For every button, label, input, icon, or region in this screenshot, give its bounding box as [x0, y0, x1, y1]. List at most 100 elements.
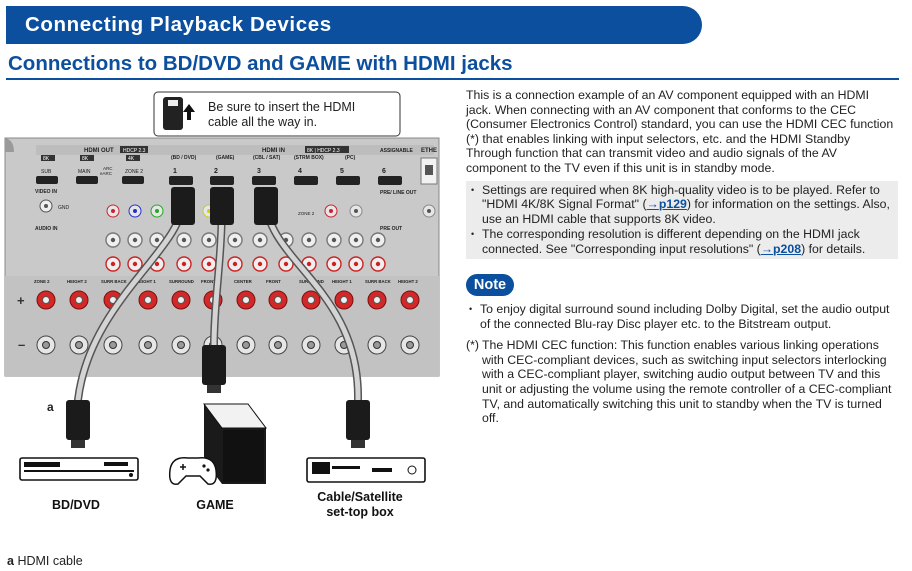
- callout-line-2: cable all the way in.: [208, 115, 318, 129]
- rca-jack: [227, 256, 243, 272]
- intro-paragraph: This is a connection example of an AV co…: [466, 88, 894, 175]
- in-name-1: (BD / DVD): [171, 155, 197, 161]
- speaker-terminals: [36, 290, 420, 355]
- hdmi-out-ports: [36, 176, 144, 184]
- speaker-channel-label: ZONE 2: [34, 279, 50, 284]
- rca-jack: [348, 232, 364, 248]
- panel-left-notch: [5, 138, 14, 152]
- section-title: Connections to BD/DVD and GAME with HDMI…: [8, 52, 513, 75]
- in-num-6: 6: [382, 168, 386, 175]
- bullet-item: The corresponding resolution is differen…: [470, 227, 894, 256]
- cec-footnote: (*) The HDMI CEC function: This function…: [466, 338, 900, 426]
- device-label-cable-line1: Cable/Satellite: [317, 490, 403, 504]
- bullet-1-text: Settings are required when 8K high-quali…: [482, 183, 880, 212]
- hdcp-out-badge: HDCP 2.3: [123, 148, 146, 154]
- video-in-label: VIDEO IN: [35, 189, 57, 195]
- rca-jack: [201, 232, 217, 248]
- hdmi-plugs-top: [171, 187, 278, 225]
- in-name-2: (GAME): [216, 155, 235, 161]
- page-link-208[interactable]: →p208: [761, 242, 801, 256]
- game-console-icon: [203, 403, 267, 484]
- bullet-1-text-end: ) for information on the settings. Also,…: [482, 197, 890, 226]
- speaker-terminal-plus: [268, 290, 288, 310]
- callout-box: [153, 91, 401, 137]
- note-list: • To enjoy digital surround sound includ…: [466, 302, 900, 426]
- in-num-5: 5: [340, 168, 344, 175]
- caption-text: HDMI cable: [17, 554, 83, 568]
- speaker-terminal-minus: [301, 335, 321, 355]
- hdmi-in-badge: 8K | HDCP 2.3: [307, 148, 340, 154]
- hdmi-plug-icon: [163, 97, 195, 130]
- link-arrow: →: [760, 241, 774, 256]
- speaker-channel-label: HEIGHT 2: [67, 279, 87, 284]
- minus-sign: –: [18, 337, 25, 352]
- note-text: To enjoy digital surround sound includin…: [480, 302, 890, 331]
- speaker-channel-label: FRONT: [201, 279, 216, 284]
- speaker-channel-label: SURR BACK: [365, 279, 392, 284]
- speaker-channel-label: FRONT: [266, 279, 281, 284]
- cable-label-a: a: [47, 400, 54, 414]
- rca-jack: [227, 232, 243, 248]
- note-bullet: •: [469, 304, 473, 314]
- main-label: MAIN: [78, 169, 91, 175]
- zone2-small-label: ZONE 2: [298, 211, 315, 216]
- pre-line-out-jacks: [324, 204, 436, 218]
- rca-jack: [105, 232, 121, 248]
- bullet-2-text: The corresponding resolution is differen…: [482, 227, 860, 256]
- speaker-terminal-minus: [69, 335, 89, 355]
- rca-jack: [105, 256, 121, 272]
- callout-text: Be sure to insert the HDMI cable all the…: [208, 100, 398, 130]
- note-badge: Note: [466, 274, 514, 296]
- zone2-out-label: ZONE 2: [125, 169, 143, 175]
- out-4k-badge: 4K: [128, 156, 135, 162]
- rca-jack: [127, 232, 143, 248]
- link-label: p129: [658, 197, 687, 212]
- speaker-terminal-plus: [36, 290, 56, 310]
- speaker-terminal-plus: [301, 290, 321, 310]
- rca-jack: [127, 256, 143, 272]
- rca-jack: [176, 232, 192, 248]
- speaker-terminal-minus: [268, 335, 288, 355]
- assignable-label: ASSIGNABLE: [380, 148, 413, 154]
- figure-caption: a HDMI cable: [7, 554, 83, 568]
- speaker-terminal-plus: [171, 290, 191, 310]
- set-top-box-icon: [306, 457, 426, 483]
- callout-line-1: Be sure to insert the HDMI: [208, 100, 356, 114]
- hdmi-out-label: HDMI OUT: [84, 148, 114, 154]
- sub-label: SUB: [41, 169, 52, 175]
- speaker-terminal-minus: [36, 335, 56, 355]
- cec-text: The HDMI CEC function: This function ena…: [482, 338, 892, 426]
- in-num-1: 1: [173, 168, 177, 175]
- chapter-title: Connecting Playback Devices: [25, 13, 332, 36]
- out-8k-badge-b: 8K: [82, 156, 89, 162]
- speaker-channel-label: SURROUND: [169, 279, 194, 284]
- earc-label: eARC: [100, 171, 113, 176]
- device-label-bd: BD/DVD: [52, 498, 100, 512]
- speaker-channel-label: SURR BACK: [101, 279, 128, 284]
- settings-bullets: Settings are required when 8K high-quali…: [470, 183, 894, 257]
- in-name-3: (CBL / SAT): [253, 155, 281, 161]
- speaker-channel-label: CENTER: [234, 279, 253, 284]
- speaker-terminal-plus: [236, 290, 256, 310]
- speaker-channel-label: HEIGHT 1: [136, 279, 156, 284]
- rca-jack: [301, 232, 317, 248]
- rca-jack: [370, 256, 386, 272]
- speaker-terminal-minus: [400, 335, 420, 355]
- page-link-129[interactable]: →p129: [647, 197, 687, 211]
- speaker-channel-label: HEIGHT 1: [332, 279, 352, 284]
- speaker-terminal-minus: [171, 335, 191, 355]
- speaker-terminal-plus: [69, 290, 89, 310]
- rca-jack: [348, 256, 364, 272]
- game-controller-icon: [168, 457, 218, 485]
- bullet-2-text-end: ) for details.: [801, 241, 866, 256]
- cec-mark: (*): [466, 338, 479, 353]
- section-divider: [6, 78, 899, 80]
- rca-jack: [201, 256, 217, 272]
- arc-label: ARC: [103, 166, 113, 171]
- pre-line-out-label: PRE/ LINE OUT: [380, 190, 416, 196]
- speaker-terminal-plus: [400, 290, 420, 310]
- in-num-3: 3: [257, 168, 261, 175]
- caption-key: a: [7, 554, 14, 568]
- rca-jack: [370, 232, 386, 248]
- bd-dvd-player-icon: [19, 457, 139, 481]
